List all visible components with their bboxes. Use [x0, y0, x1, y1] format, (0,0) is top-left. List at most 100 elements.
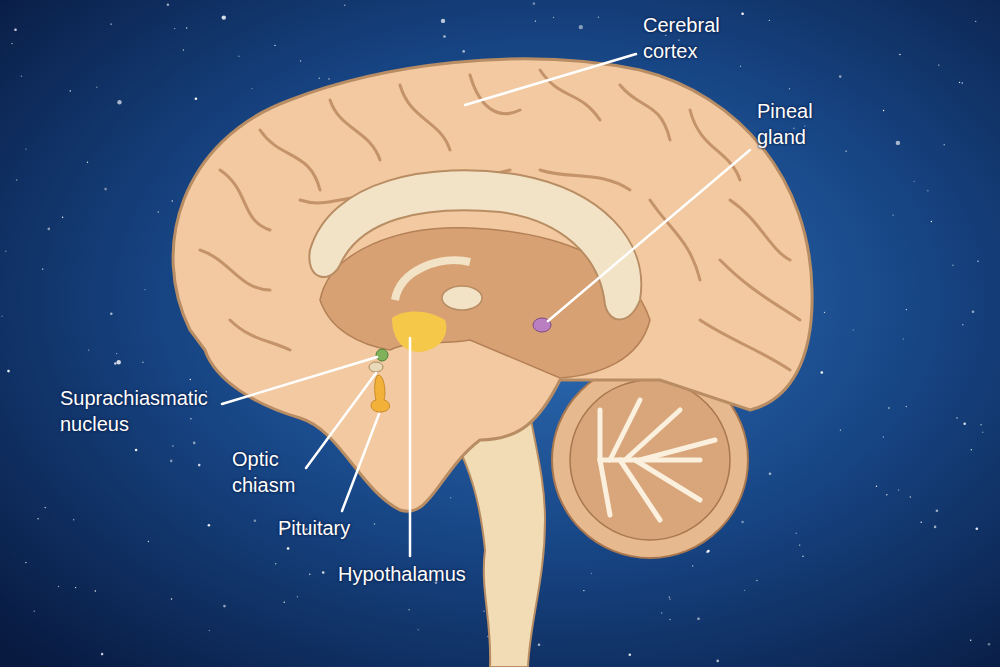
star: [802, 556, 803, 557]
star: [25, 148, 26, 149]
star: [938, 64, 939, 65]
star: [73, 519, 74, 520]
star: [988, 643, 991, 646]
star: [110, 23, 111, 24]
star: [824, 312, 825, 313]
star: [971, 449, 972, 450]
star: [110, 312, 113, 315]
star: [167, 3, 170, 6]
star: [183, 49, 184, 50]
star: [906, 406, 907, 407]
star: [171, 598, 172, 599]
star: [25, 562, 26, 563]
star: [88, 349, 89, 350]
star: [769, 473, 772, 476]
star: [34, 611, 35, 612]
star: [741, 521, 744, 524]
star: [135, 449, 138, 452]
star: [142, 362, 143, 363]
star: [95, 590, 96, 591]
star: [223, 605, 226, 608]
star: [251, 88, 252, 89]
leader-line: [465, 54, 636, 105]
star: [959, 82, 960, 83]
part-label: Optic chiasm: [232, 446, 317, 498]
star: [936, 509, 939, 512]
star: [956, 417, 957, 418]
star: [344, 5, 345, 6]
star: [374, 523, 375, 524]
cerebellum-inner: [570, 380, 730, 540]
star: [170, 460, 173, 463]
star: [756, 580, 757, 581]
star: [896, 141, 900, 145]
leader-line: [222, 357, 377, 404]
star: [740, 66, 741, 67]
star: [287, 547, 290, 550]
star: [14, 28, 17, 31]
star: [975, 21, 976, 22]
star: [42, 268, 43, 269]
star: [297, 596, 298, 597]
star: [669, 596, 670, 597]
star: [222, 15, 226, 19]
leader-line: [342, 414, 379, 511]
part-label: Hypothalamus: [338, 561, 498, 587]
star: [914, 181, 915, 182]
star: [598, 17, 599, 18]
star: [553, 17, 554, 18]
star: [443, 35, 446, 38]
star: [238, 56, 239, 57]
star: [408, 609, 409, 610]
star: [697, 617, 700, 620]
star: [789, 88, 790, 89]
star: [533, 2, 536, 5]
star: [934, 526, 937, 529]
leader-line: [409, 338, 412, 556]
star: [853, 329, 854, 330]
star: [195, 97, 198, 100]
star: [883, 436, 884, 437]
star: [208, 524, 211, 527]
star: [906, 309, 907, 310]
star: [921, 522, 922, 523]
star: [707, 550, 710, 553]
star: [70, 90, 71, 91]
star: [62, 217, 63, 218]
star: [274, 45, 275, 46]
star: [769, 20, 770, 21]
star: [962, 324, 963, 325]
star: [840, 429, 841, 430]
arbor-vitae: [600, 400, 715, 520]
star: [21, 76, 22, 77]
star: [931, 221, 932, 222]
hypothalamus-shape: [392, 311, 446, 352]
thalamus: [442, 286, 482, 310]
star: [37, 518, 38, 519]
star: [190, 418, 191, 419]
star: [87, 162, 88, 163]
star: [172, 445, 173, 446]
star: [190, 379, 191, 380]
star: [845, 151, 846, 152]
star: [927, 190, 928, 191]
star: [441, 19, 445, 23]
pituitary-shape: [371, 375, 390, 412]
star: [579, 25, 583, 29]
star: [198, 464, 201, 467]
part-label: Suprachiasmatic nucleus: [60, 385, 235, 437]
star: [309, 574, 310, 575]
star: [669, 619, 670, 620]
star: [898, 489, 899, 490]
star: [744, 590, 745, 591]
star: [538, 643, 541, 646]
part-label: Pituitary: [278, 515, 398, 541]
star: [899, 54, 900, 55]
star: [1, 316, 2, 317]
corpus-callosum: [309, 170, 641, 319]
star: [58, 586, 59, 587]
